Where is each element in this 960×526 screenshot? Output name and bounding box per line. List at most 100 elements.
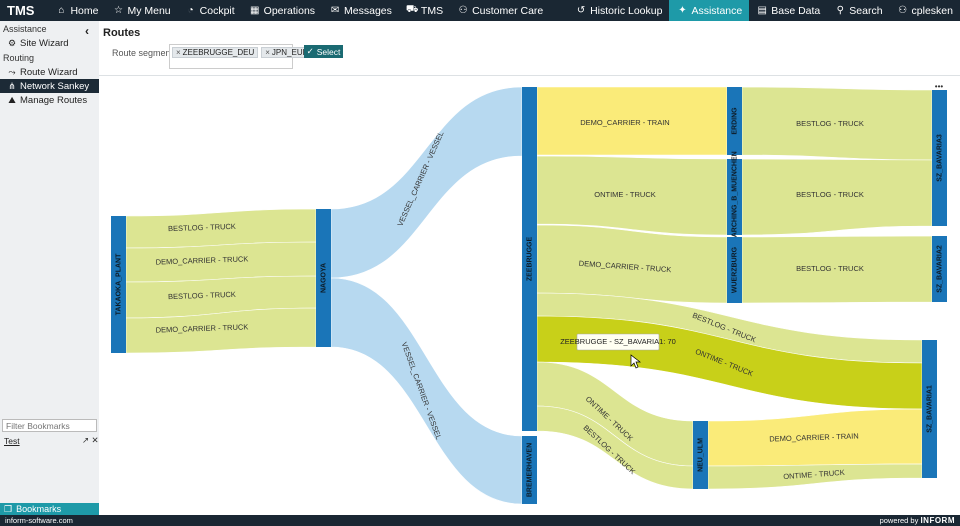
nav-operations[interactable]: ▦Operations xyxy=(242,0,322,21)
inform-logo: INFORM xyxy=(920,516,955,525)
sankey-tooltip-text: ZEEBRUGGE - SZ_BAVARIA1: 70 xyxy=(560,337,676,346)
sankey-node xyxy=(522,436,537,504)
sankey-tooltip-box xyxy=(576,333,660,351)
sidebar-section-title: Assistance xyxy=(3,24,47,34)
select-button[interactable]: ✓Select xyxy=(304,45,343,58)
user-icon: ⚇ xyxy=(898,5,908,16)
remove-chip-icon[interactable]: × xyxy=(265,48,270,57)
history-icon: ↺ xyxy=(576,5,586,16)
nav-label: Search xyxy=(849,4,883,17)
sankey-node-label: WUERZBURG xyxy=(731,246,738,293)
sankey-link-label: DEMO_CARRIER - TRAIN xyxy=(580,118,669,127)
sidebar-item-network-sankey[interactable]: ⋔ Network Sankey xyxy=(0,79,99,93)
map-icon: ⛰ xyxy=(8,94,16,105)
nav-historic-lookup[interactable]: ↺Historic Lookup xyxy=(568,0,669,21)
sankey-node xyxy=(932,236,947,302)
sankey-node-label: SZ_BAVARIA3 xyxy=(936,134,943,182)
filter-bookmarks-input[interactable] xyxy=(2,419,97,432)
powered-by: powered by INFORM xyxy=(879,516,955,525)
nav-tms[interactable]: ⛟TMS xyxy=(399,0,450,21)
nav-label: Messages xyxy=(344,4,392,17)
sankey-node-label: TAKAOKA_PLANT xyxy=(115,253,122,315)
sankey-node-label: GARCHING_B_MUENCHEN xyxy=(731,151,738,242)
sidebar-item-manage-routes[interactable]: ⛰ Manage Routes xyxy=(0,93,99,107)
bookmarks-label: Bookmarks xyxy=(16,504,62,514)
sankey-link-label: BESTLOG - TRUCK xyxy=(796,264,864,273)
nav-search[interactable]: ⚲Search xyxy=(827,0,889,21)
star-icon: ☆ xyxy=(113,5,123,16)
nav-label: Operations xyxy=(263,4,316,17)
sankey-node xyxy=(727,159,742,235)
utility-nav: ↺Historic Lookup ✦ Assistance ▤ Base Data ⚲Se… xyxy=(568,0,960,21)
sankey-link xyxy=(330,86,523,279)
check-icon: ✓ xyxy=(306,46,314,56)
sidebar-item-label: Network Sankey xyxy=(20,80,90,92)
nav-customer-care[interactable]: ⚇ Customer Care xyxy=(450,0,550,21)
sankey-node xyxy=(693,421,708,489)
sankey-node xyxy=(727,237,742,303)
sankey-node xyxy=(922,340,937,478)
nav-label: Home xyxy=(70,4,99,17)
nav-label: My Menu xyxy=(127,4,171,17)
divider xyxy=(99,75,960,76)
sidebar-item-label: Route Wizard xyxy=(20,66,78,78)
bookmarks-toggle[interactable]: ❒ Bookmarks xyxy=(0,503,99,515)
mouse-cursor-icon xyxy=(630,354,642,369)
sidebar-item-site-wizard[interactable]: ⚙Site Wizard xyxy=(0,36,99,50)
footer: inform-software.com powered by INFORM xyxy=(0,515,960,526)
route-segments-label: Route segments: xyxy=(112,48,181,58)
gear-icon: ⚙ xyxy=(7,37,17,48)
sankey-link-label: ONTIME - TRUCK xyxy=(594,190,656,199)
bookmark-icon: ❒ xyxy=(4,503,13,514)
page-title: Routes xyxy=(103,27,141,39)
people-icon: ⚇ xyxy=(458,5,468,16)
main-nav: ⌂Home☆My Menu◔Cockpit▦Operations✉Message… xyxy=(48,0,550,21)
sidebar-item-label: Manage Routes xyxy=(20,94,88,106)
bookmark-actions-icons[interactable]: ↗ ✕ xyxy=(82,435,99,445)
nav-home[interactable]: ⌂ Home xyxy=(48,0,105,21)
nav-base-data[interactable]: ▤ Base Data xyxy=(749,0,827,21)
home-icon: ⌂ xyxy=(58,5,65,16)
sankey-link-label: BESTLOG - TRUCK xyxy=(168,290,236,301)
sankey-link xyxy=(741,158,933,236)
sankey-node-label: SZ_BAVARIA2 xyxy=(936,245,943,293)
bookmark-item-test[interactable]: Test xyxy=(4,436,20,446)
remove-chip-icon[interactable]: × xyxy=(176,48,181,57)
sidebar-item-label: Site Wizard xyxy=(20,37,69,49)
nav-messages[interactable]: ✉Messages xyxy=(322,0,399,21)
segment-chip[interactable]: ×ZEEBRUGGE_DEU xyxy=(172,47,259,58)
table-icon: ▤ xyxy=(757,5,767,16)
nav-my-menu[interactable]: ☆ My Menu xyxy=(105,0,177,21)
sankey-node xyxy=(111,216,126,353)
sankey-node-label: NAGOYA xyxy=(320,263,327,293)
more-icon: ••• xyxy=(935,82,944,91)
grid-icon: ▦ xyxy=(249,5,260,16)
route-segments-multiselect[interactable]: ×ZEEBRUGGE_DEU ×JPN_EUR xyxy=(169,44,313,69)
sankey-node-label: BREMERHAVEN xyxy=(526,443,533,497)
nav-cplesken[interactable]: ⚇cplesken xyxy=(890,0,960,21)
truck-icon: ⛟ xyxy=(405,4,419,15)
sankey-node xyxy=(522,87,537,431)
sankey-node-label: ERDING xyxy=(731,107,738,135)
footer-link[interactable]: inform-software.com xyxy=(5,516,73,525)
sidebar-section-title: Routing xyxy=(3,53,35,63)
nav-label: Cockpit xyxy=(199,4,235,17)
nav-label: Customer Care xyxy=(472,4,544,17)
nav-label: Base Data xyxy=(771,4,821,17)
nav-cockpit[interactable]: ◔Cockpit xyxy=(178,0,242,21)
sankey-link-label: ONTIME - TRUCK xyxy=(783,468,845,481)
sidebar-item-route-wizard[interactable]: ⤳Route Wizard xyxy=(0,65,99,79)
magic-wand-icon: ✦ xyxy=(678,5,687,16)
main-content: Routes Route segments: ×ZEEBRUGGE_DEU ×J… xyxy=(99,21,960,515)
nav-assistance[interactable]: ✦ Assistance xyxy=(669,0,750,21)
app-brand[interactable]: TMS xyxy=(7,3,35,18)
sankey-node xyxy=(727,87,742,155)
network-icon: ⋔ xyxy=(8,80,16,91)
nav-label: Assistance xyxy=(691,4,743,17)
sankey-link xyxy=(536,155,728,236)
sankey-link-label: BESTLOG - TRUCK xyxy=(796,190,864,199)
collapse-sidebar-icon[interactable]: ‹ xyxy=(85,24,89,38)
